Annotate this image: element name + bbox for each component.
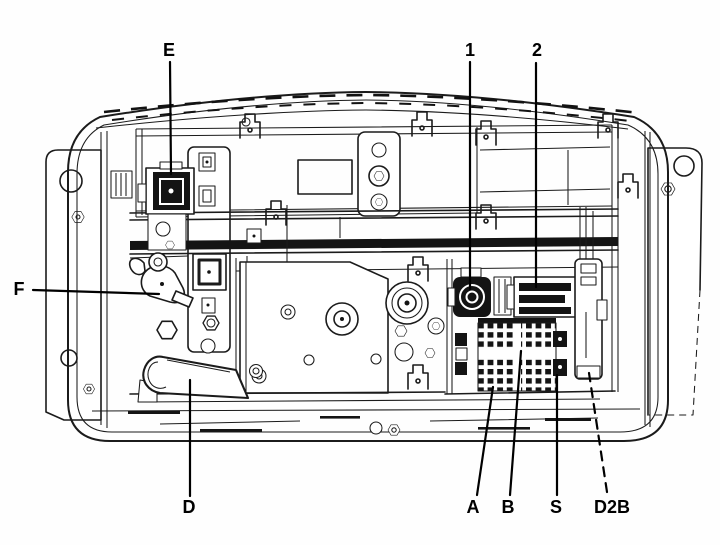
left-grille [110,170,133,199]
callout-d: D [183,378,196,517]
callout-a-label: A [467,497,480,517]
callout-s-label: S [550,497,562,517]
d-strap [137,355,264,403]
screw-head [369,421,383,435]
center-screw [325,302,359,336]
pin-grid-connector [477,318,557,392]
callout-b-label: B [502,497,515,517]
hex-nut [202,315,220,331]
callout-2-label: 2 [532,40,542,60]
callout-e-leader [168,60,173,176]
f-lever [128,252,194,308]
callout-2: 2 [532,40,542,289]
callout-d2b-leader [587,371,609,494]
callout-a: A [467,385,495,517]
hex-screw [387,424,401,436]
switch [192,253,227,291]
display-opening [297,159,353,195]
hex-opening [156,320,178,340]
callout-1-label: 1 [465,40,475,60]
callout-f: F [14,279,161,299]
drive-cylinder [385,281,445,362]
callout-f-leader [31,288,161,296]
f-bracket [147,213,187,251]
callout-s: S [550,373,562,517]
left-mount-flange [45,149,102,421]
callout-e: E [163,40,175,176]
e-connector [137,161,195,215]
callout-e-label: E [163,40,175,60]
callout-1: 1 [465,40,475,291]
s-connectors [553,331,567,376]
connector-2 [506,276,586,318]
mounting-plate [239,261,389,394]
housing-seam [103,93,641,115]
callout-b-leader [508,349,523,497]
callout-f-label: F [14,279,25,299]
callout-d2b: D2B [587,371,630,517]
callout-b: B [502,349,523,517]
callout-d2b-label: D2B [594,497,630,517]
connector-cluster [444,207,616,395]
callout-a-leader [475,385,495,497]
top-panel [135,117,619,392]
callout-d-label: D [183,497,196,517]
component-strip [187,146,231,354]
d2b-connector [574,258,608,380]
three-hole-bracket [357,131,401,217]
bottom-trim [128,391,601,436]
right-mount-flange [647,147,703,416]
